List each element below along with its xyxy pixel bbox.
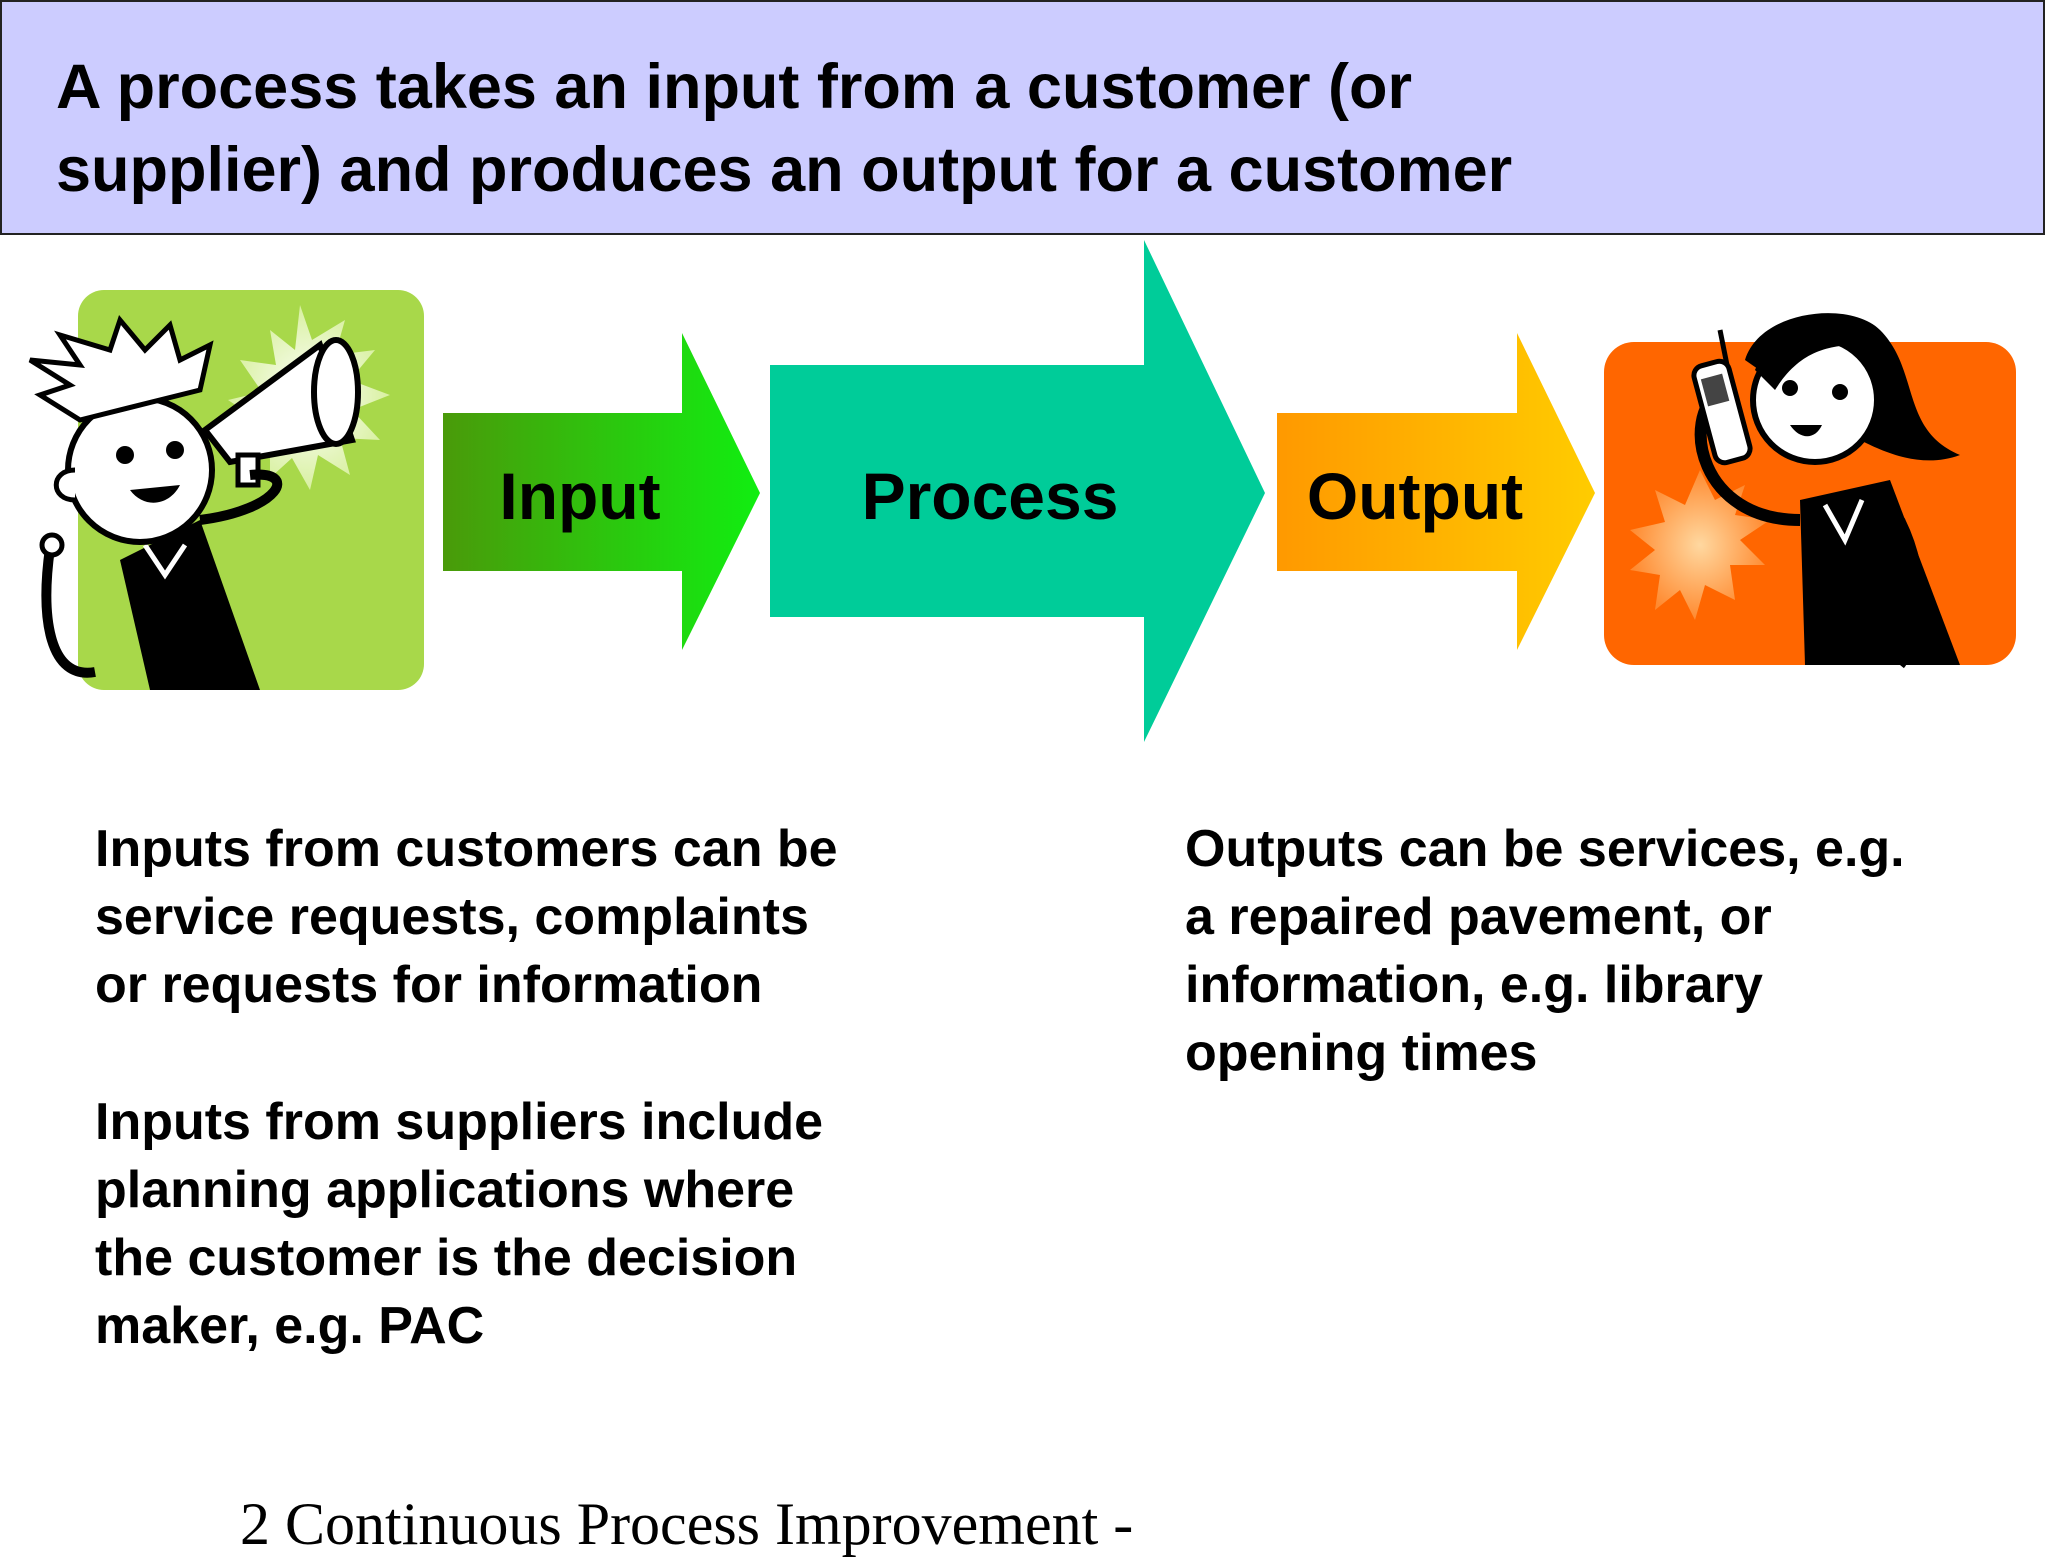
output-label: Output xyxy=(1306,459,1524,533)
title-banner: A process takes an input from a customer… xyxy=(0,0,2045,235)
process-arrow xyxy=(770,240,1265,742)
input-arrow xyxy=(443,333,760,650)
input-label: Input xyxy=(499,459,661,533)
footer-caption: 2 Continuous Process Improvement - xyxy=(240,1491,1134,1557)
title-line-2: supplier) and produces an output for a c… xyxy=(56,135,1513,205)
process-label: Process xyxy=(861,459,1119,533)
inputs-from-suppliers-text: Inputs from suppliers include planning a… xyxy=(95,1093,824,1355)
slide-title: A process takes an input from a customer… xyxy=(56,46,1756,212)
man-with-megaphone-icon xyxy=(28,290,424,690)
process-diagram xyxy=(28,240,2016,742)
inputs-from-customers-text: Inputs from customers can be service req… xyxy=(95,820,838,1014)
output-arrow xyxy=(1277,333,1595,650)
woman-on-phone-icon xyxy=(1604,313,2016,669)
title-line-1: A process takes an input from a customer… xyxy=(56,52,1413,122)
outputs-text: Outputs can be services, e.g. a repaired… xyxy=(1185,820,1905,1082)
